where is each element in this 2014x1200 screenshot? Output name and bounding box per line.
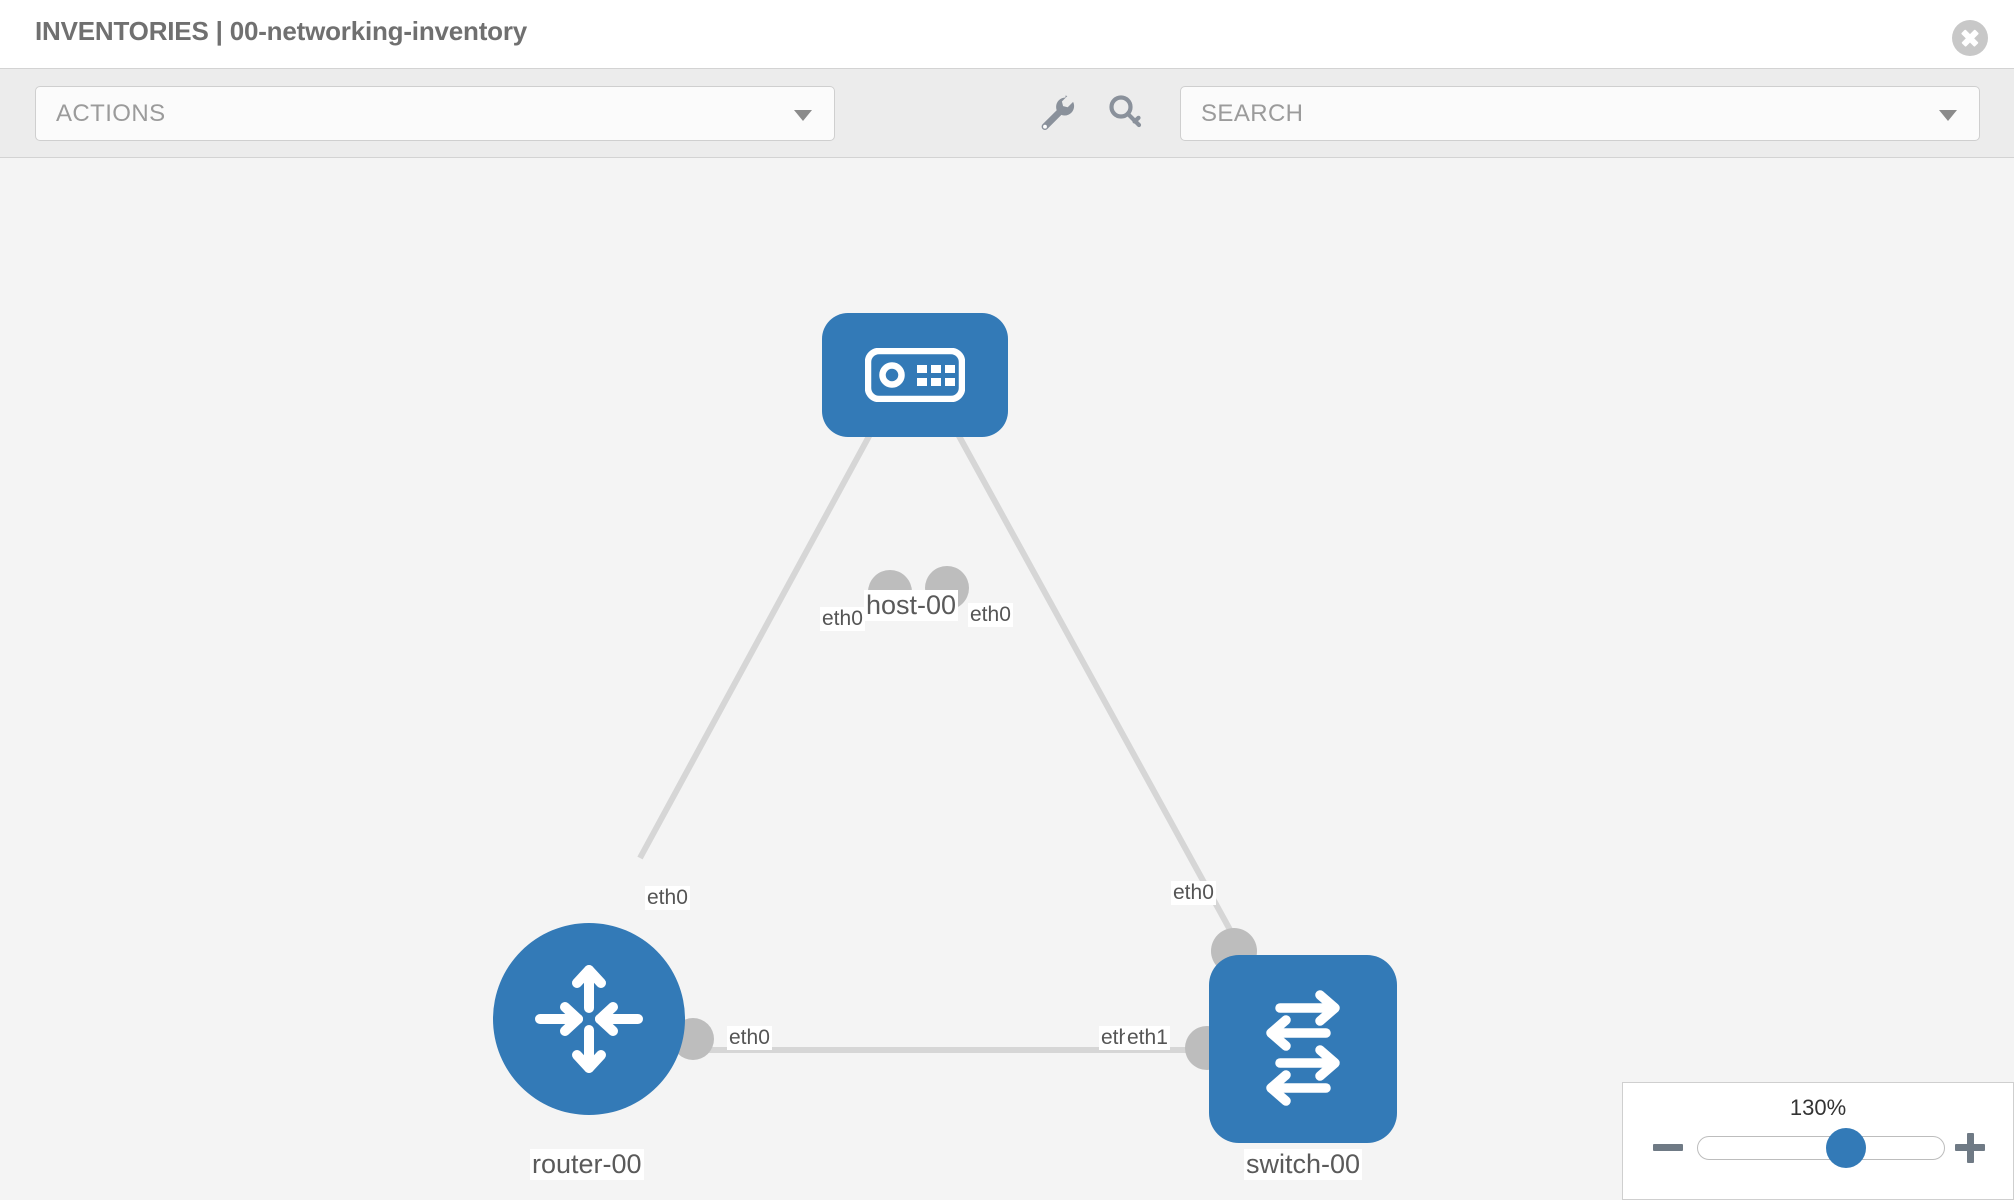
- edge-label-host-right: eth0: [968, 603, 1013, 627]
- edge-label-host-left: eth0: [820, 607, 865, 631]
- topology-links: [637, 414, 1243, 1053]
- edge-label-switch-left-b: eth1: [1125, 1026, 1170, 1050]
- zoom-slider-thumb[interactable]: [1825, 1128, 1866, 1168]
- search-input[interactable]: SEARCH: [1180, 86, 1980, 141]
- switch-00-shape[interactable]: [1209, 955, 1397, 1143]
- search-placeholder: SEARCH: [1201, 100, 1304, 127]
- page-title: INVENTORIES | 00-networking-inventory: [35, 16, 528, 46]
- zoom-slider-track[interactable]: [1697, 1136, 1945, 1160]
- host-00-shape[interactable]: [822, 313, 1008, 437]
- edge-label-router-up: eth0: [645, 886, 690, 910]
- close-icon[interactable]: [1952, 20, 1988, 56]
- switch-arrows-icon: [1266, 990, 1340, 1106]
- page-header: INVENTORIES | 00-networking-inventory: [0, 0, 2014, 68]
- link-host-router: [637, 414, 883, 860]
- minus-icon[interactable]: [1651, 1131, 1685, 1165]
- chevron-down-icon: [794, 109, 812, 121]
- node-label-router-00: router-00: [530, 1149, 644, 1180]
- zoom-percent-label: 130%: [1789, 1095, 1847, 1120]
- toolbar: ACTIONS SEARCH: [0, 68, 2014, 158]
- link-host-switch: [945, 414, 1243, 950]
- node-label-switch-00: switch-00: [1244, 1149, 1363, 1180]
- key-icon[interactable]: [1103, 91, 1147, 135]
- edge-label-switch-up: eth0: [1171, 881, 1216, 905]
- zoom-control[interactable]: 130%: [1622, 1082, 2014, 1200]
- router-00-shape[interactable]: [493, 923, 685, 1115]
- router-arrows-icon: [535, 965, 643, 1073]
- wrench-icon[interactable]: [1035, 91, 1079, 135]
- plus-icon[interactable]: [1953, 1131, 1987, 1165]
- actions-dropdown-label: ACTIONS: [56, 100, 166, 127]
- node-label-host-00: host-00: [864, 590, 959, 621]
- actions-dropdown[interactable]: ACTIONS: [35, 86, 835, 141]
- chevron-down-icon: [1939, 109, 1957, 121]
- server-appliance-icon: [865, 348, 965, 402]
- topology-canvas[interactable]: eth0 eth0 host-00: [0, 158, 2014, 1200]
- edge-label-router-right: eth0: [727, 1026, 772, 1050]
